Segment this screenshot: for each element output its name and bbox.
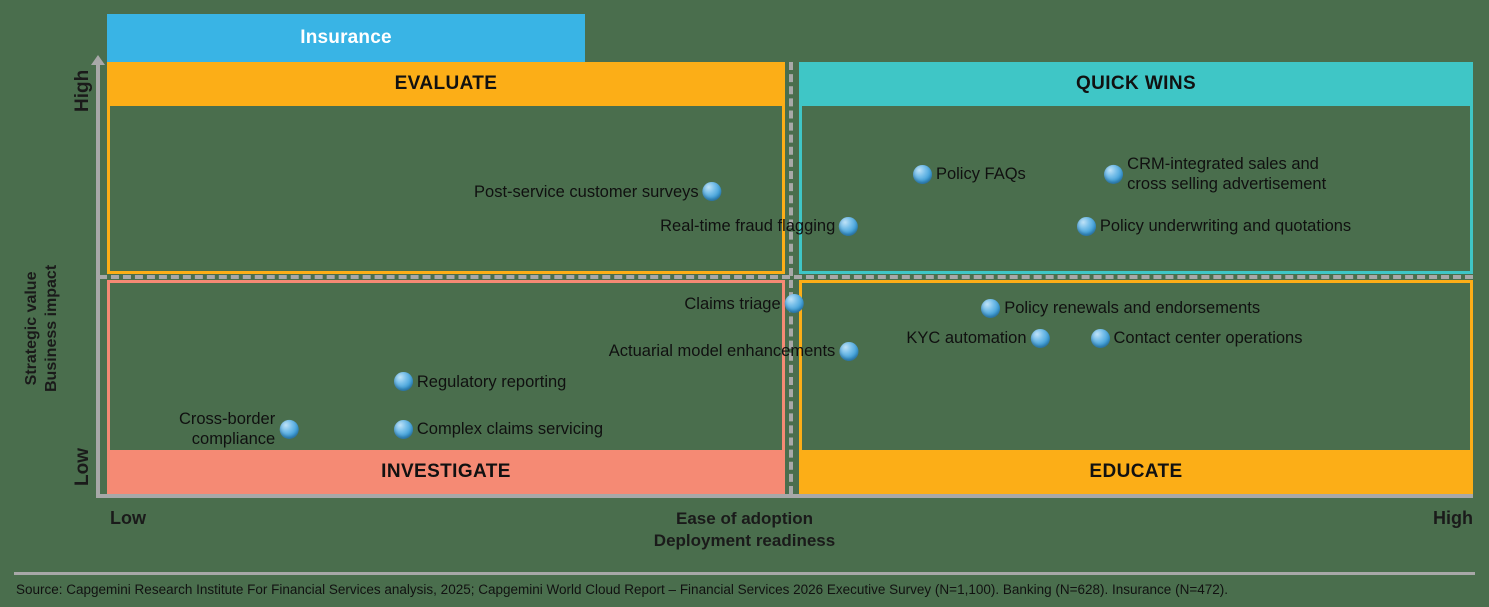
source-note: Source: Capgemini Research Institute For… xyxy=(16,582,1228,597)
data-point-marker-icon xyxy=(839,216,859,236)
source-divider xyxy=(14,572,1475,575)
data-point-marker-icon xyxy=(1090,328,1110,348)
data-point-label: Regulatory reporting xyxy=(416,372,567,391)
x-axis-title-line1: Ease of adoption xyxy=(676,509,813,528)
data-point: Complex claims servicing xyxy=(393,419,603,439)
data-point-label: Cross-border compliance xyxy=(178,410,276,449)
y-axis-title: Strategic value Business impact xyxy=(22,265,61,392)
x-axis-line xyxy=(96,494,1473,498)
data-point-marker-icon xyxy=(393,372,413,392)
y-axis-high-label: High xyxy=(72,69,93,112)
data-point-label: Post-service customer surveys xyxy=(474,182,699,201)
quadrant-label-educate: EDUCATE xyxy=(799,450,1473,494)
data-point-label: CRM-integrated sales and cross selling a… xyxy=(1127,155,1327,194)
data-point: Actuarial model enhancements xyxy=(609,341,859,361)
data-point: CRM-integrated sales and cross selling a… xyxy=(1104,154,1326,194)
chart-title-banner: Insurance xyxy=(107,14,585,62)
x-axis-high-label: High xyxy=(1433,508,1473,528)
data-point: Policy renewals and endorsements xyxy=(981,298,1260,318)
data-point-marker-icon xyxy=(1030,328,1050,348)
y-axis-title-line2: Business impact xyxy=(42,264,60,392)
x-axis-title: Ease of adoption Deployment readiness xyxy=(0,508,1489,553)
data-point-label: Policy underwriting and quotations xyxy=(1099,217,1352,236)
data-point-marker-icon xyxy=(1104,164,1124,184)
quadrant-label-investigate: INVESTIGATE xyxy=(107,450,785,494)
y-axis-title-line1: Strategic value xyxy=(23,271,40,386)
data-point-marker-icon xyxy=(784,294,804,314)
quadrant-label-quick-wins: QUICK WINS xyxy=(799,62,1473,106)
data-point: Claims triage xyxy=(684,294,804,314)
data-point-marker-icon xyxy=(981,298,1001,318)
data-point: Post-service customer surveys xyxy=(474,182,722,202)
data-point-label: Policy renewals and endorsements xyxy=(1004,299,1261,318)
horizontal-divider xyxy=(99,275,1473,279)
data-point: Policy FAQs xyxy=(912,164,1026,184)
data-point-marker-icon xyxy=(393,419,413,439)
data-point-label: Claims triage xyxy=(684,294,781,313)
data-point-label: Contact center operations xyxy=(1113,329,1303,348)
x-axis-low-label: Low xyxy=(110,508,146,528)
data-point: Policy underwriting and quotations xyxy=(1076,216,1352,236)
y-axis-low-label: Low xyxy=(72,448,93,486)
page-title: Insurance xyxy=(300,27,392,48)
data-point-label: Complex claims servicing xyxy=(416,420,603,439)
data-point-label: KYC automation xyxy=(906,329,1027,348)
quadrant-label-evaluate: EVALUATE xyxy=(107,62,785,106)
data-point: Real-time fraud flagging xyxy=(660,216,859,236)
y-axis-line xyxy=(96,62,100,498)
data-point-label: Actuarial model enhancements xyxy=(608,342,836,361)
data-point-label: Policy FAQs xyxy=(935,165,1026,184)
x-axis-title-line2: Deployment readiness xyxy=(653,531,836,551)
data-point-marker-icon xyxy=(702,182,722,202)
data-point: KYC automation xyxy=(906,328,1050,348)
y-axis-arrow-icon xyxy=(91,55,105,65)
data-point-marker-icon xyxy=(279,419,299,439)
data-point-label: Real-time fraud flagging xyxy=(660,217,836,236)
data-point-marker-icon xyxy=(912,164,932,184)
data-point: Contact center operations xyxy=(1090,328,1303,348)
data-point: Cross-border compliance xyxy=(178,409,299,449)
data-point-marker-icon xyxy=(1076,216,1096,236)
data-point-marker-icon xyxy=(839,341,859,361)
data-point: Regulatory reporting xyxy=(393,372,567,392)
